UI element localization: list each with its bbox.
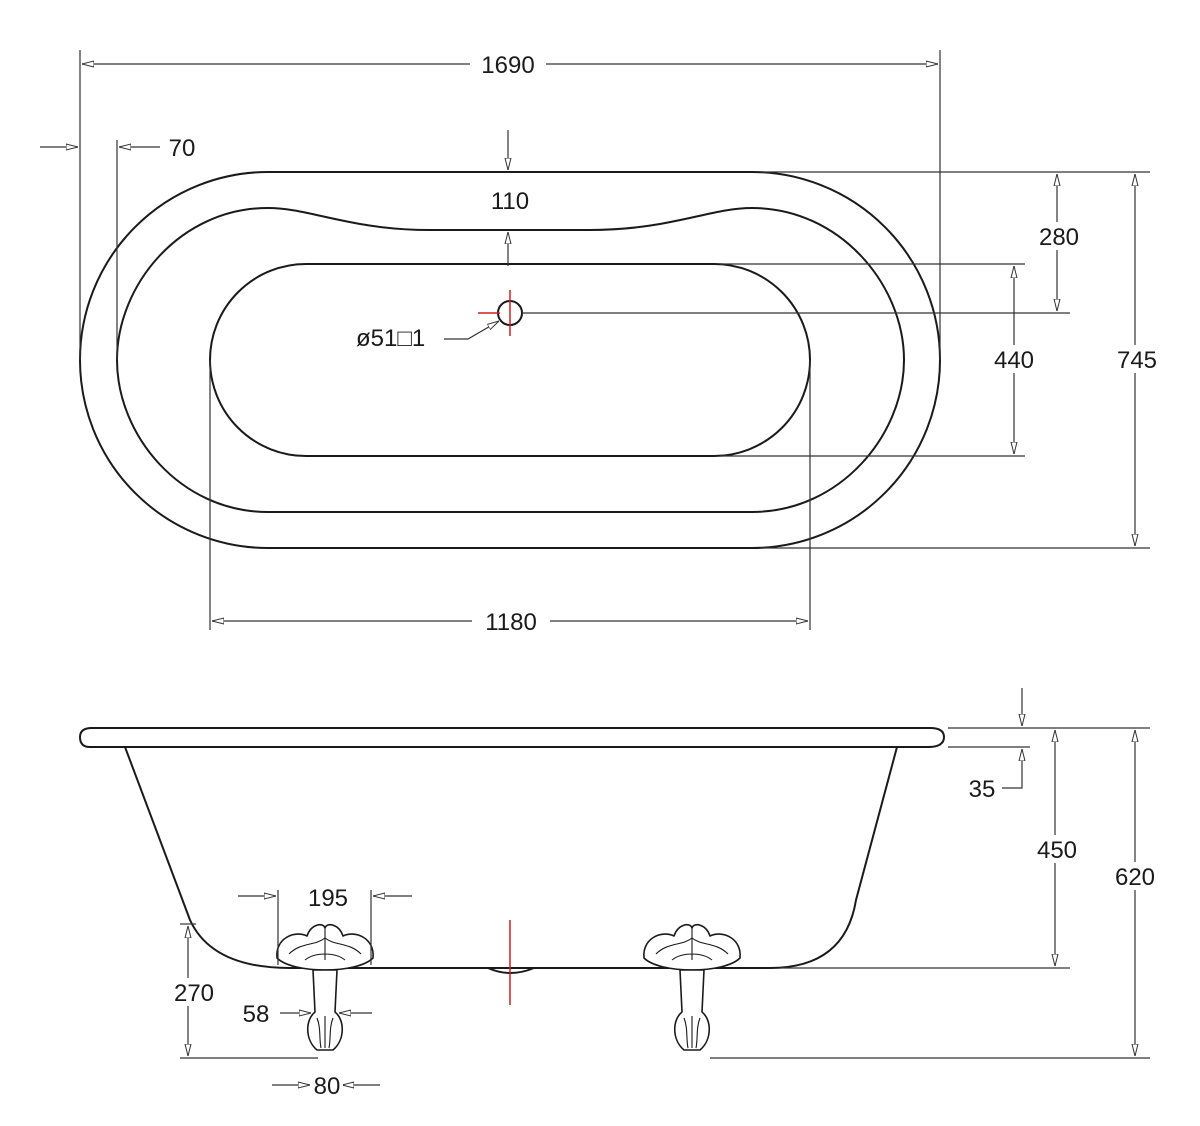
right-claw-foot bbox=[643, 923, 741, 1051]
waste-leader-line bbox=[444, 320, 499, 340]
inner-rim-outline bbox=[116, 207, 905, 513]
tub-body-outline bbox=[124, 746, 898, 969]
dim-foot-base-width: 80 bbox=[314, 1073, 341, 1100]
rim-lip bbox=[79, 727, 945, 748]
left-claw-foot bbox=[276, 923, 374, 1051]
waste-diameter-label: ø51□1 bbox=[356, 325, 425, 352]
top-view: 1690 70 110 ø51□1 280 440 745 bbox=[40, 50, 1165, 636]
dim-inner-length: 1180 bbox=[485, 609, 537, 636]
dim-bath-depth: 450 bbox=[1037, 837, 1077, 864]
dim-overall-height: 620 bbox=[1115, 864, 1155, 891]
dim-overall-length: 1690 bbox=[481, 52, 534, 79]
dim-foot-height: 270 bbox=[174, 980, 214, 1007]
dim-overall-width: 745 bbox=[1117, 347, 1157, 374]
side-view: 35 450 620 195 270 58 80 bbox=[79, 688, 1165, 1100]
dim-waste-offset: 280 bbox=[1039, 224, 1079, 251]
dim-rim-thickness: 35 bbox=[969, 776, 996, 803]
dim-arrow-35-bottom bbox=[1002, 749, 1022, 789]
dim-rim-offset: 70 bbox=[169, 135, 196, 162]
dim-waist-depth: 110 bbox=[491, 188, 529, 215]
dim-inner-width: 440 bbox=[994, 347, 1034, 374]
dim-foot-spacing: 195 bbox=[308, 885, 348, 912]
dim-leg-width: 58 bbox=[243, 1001, 270, 1028]
